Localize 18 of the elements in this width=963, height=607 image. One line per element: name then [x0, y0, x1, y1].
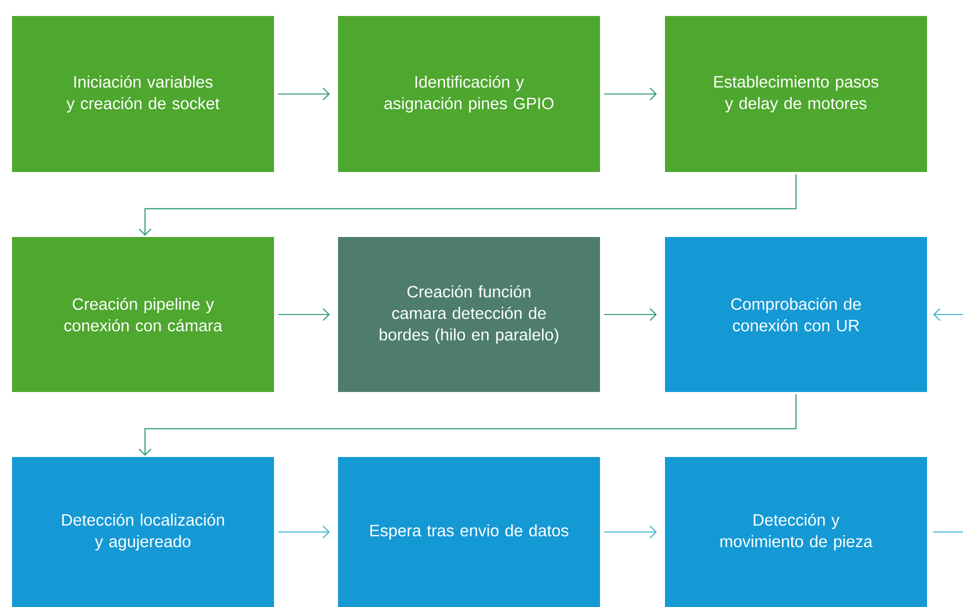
arrow [933, 308, 963, 321]
process-box: Creación pipeline y conexión con cámara [12, 237, 274, 392]
arrow [278, 526, 330, 538]
process-box: Espera tras envio de datos [338, 457, 600, 607]
process-box: Creación función camara detección de bordes (hilo en paralelo) [338, 237, 600, 392]
process-box: Detección localización y agujereado [12, 457, 274, 607]
arrow [138, 174, 797, 236]
process-box: Identificación y asignación pines GPIO [338, 16, 600, 172]
arrow [138, 394, 797, 456]
arrow [604, 308, 657, 321]
arrow [604, 88, 657, 100]
process-box: Detección y movimiento de pieza [665, 457, 927, 607]
process-box: Comprobación de conexión con UR [665, 237, 927, 392]
process-box: Establecimiento pasos y delay de motores [665, 16, 927, 172]
arrow [604, 526, 657, 538]
arrow [278, 88, 330, 100]
process-box: Iniciación variables y creación de socket [12, 16, 274, 172]
arrow [278, 308, 330, 321]
